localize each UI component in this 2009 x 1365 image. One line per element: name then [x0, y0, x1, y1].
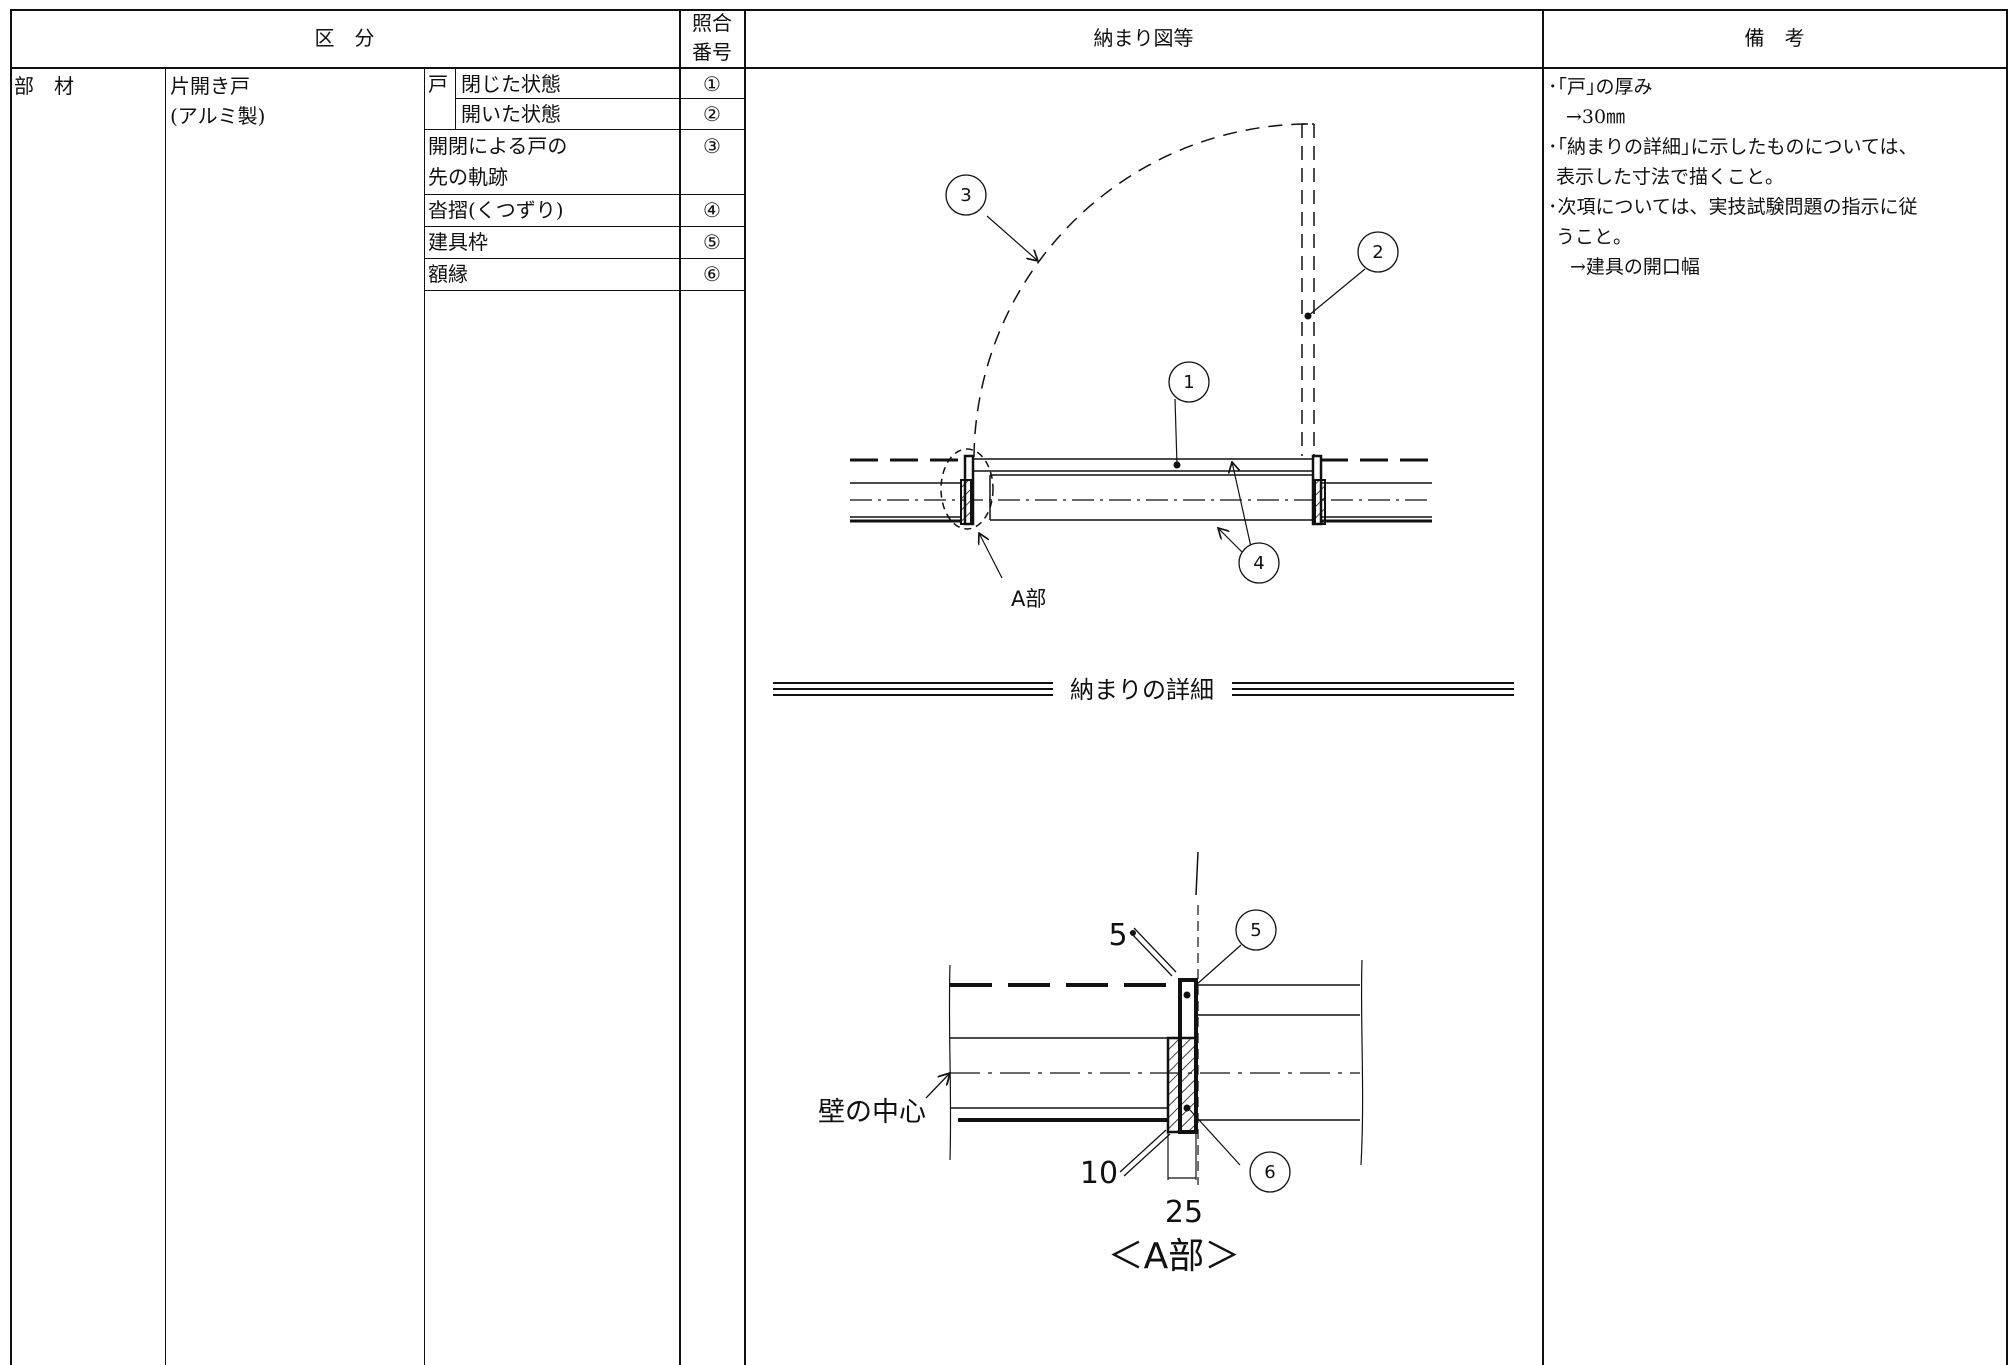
table-left-border	[10, 9, 12, 1365]
item-frame: 建具枠	[428, 230, 488, 254]
table-right-border	[2006, 9, 2008, 1365]
remark-line-1: ･｢戸｣の厚み	[1548, 76, 1653, 98]
detail-title-rules	[773, 682, 1514, 696]
item-trajectory-line2: 先の軌跡	[428, 165, 508, 189]
remark-line-5: ･次項については、実技試験問題の指示に従	[1548, 196, 1918, 218]
remark-line-6: うこと。	[1556, 226, 1633, 248]
callout-5: 5	[1250, 920, 1261, 941]
header-category: 区 分	[314, 26, 375, 50]
remark-line-7: →建具の開口幅	[1570, 256, 1700, 278]
a-part-circle	[940, 448, 994, 530]
a-part-label: A部	[1011, 587, 1046, 611]
detail-labels: 5 6 5 10 25 ＜A部＞ 壁の中心	[818, 918, 1276, 1277]
ref-number-6: ⑥	[703, 262, 721, 286]
header-ref-line1: 照合	[692, 11, 732, 35]
remark-line-2: →30㎜	[1566, 106, 1626, 128]
a-part-caption: ＜A部＞	[1108, 1236, 1241, 1277]
callout-6: 6	[1264, 1162, 1275, 1183]
dim-25: 25	[1165, 1195, 1203, 1230]
remark-line-3: ･｢納まりの詳細｣に示したものについては、	[1548, 136, 1918, 158]
ref-number-4: ④	[703, 198, 721, 222]
item-trajectory-line1: 開閉による戸の	[428, 134, 568, 158]
door-type-label: 片開き戸	[170, 74, 250, 98]
row-sep-6	[424, 290, 744, 291]
dim-10: 10	[1080, 1156, 1118, 1191]
header-ref-number: 照合 番号	[680, 9, 744, 67]
row-sep-5	[424, 258, 744, 259]
table-top-border	[10, 9, 2007, 11]
ref-number-1: ①	[703, 72, 721, 96]
row-sep-4	[424, 226, 744, 227]
item-architrave: 額縁	[428, 262, 468, 286]
item-open: 開いた状態	[461, 102, 561, 126]
col-divider-remarks	[1542, 9, 1544, 1365]
item-threshold: 沓摺(くつずり)	[428, 198, 564, 222]
row-sep-3	[424, 194, 744, 195]
detail-title: 納まりの詳細	[1070, 676, 1214, 704]
ref-number-3: ③	[703, 134, 721, 158]
col-divider-item	[424, 67, 425, 1365]
dim-5: 5	[1108, 918, 1127, 953]
callout-3: 3	[960, 185, 971, 206]
callout-2: 2	[1372, 242, 1383, 263]
detail-frame	[1178, 978, 1198, 1134]
ref-number-5: ⑤	[703, 230, 721, 254]
ref-number-2: ②	[703, 102, 721, 126]
row-sep-2	[424, 129, 744, 130]
row-sep-1	[455, 98, 744, 99]
door-label: 戸	[428, 72, 448, 96]
detail-a-view	[925, 851, 1364, 1193]
item-closed: 閉じた状態	[461, 72, 561, 96]
col-divider-type	[165, 67, 166, 1365]
header-divider	[10, 67, 2007, 69]
member-label: 部 材	[14, 74, 74, 98]
wall-center-label: 壁の中心	[818, 1097, 926, 1128]
header-ref-line2: 番号	[692, 40, 732, 64]
header-remarks: 備 考	[1744, 26, 1805, 50]
remark-line-4: 表示した寸法で描くこと。	[1556, 166, 1785, 188]
closed-door	[972, 458, 1314, 472]
callout-1: 1	[1183, 372, 1194, 393]
door-type-material: (アルミ製)	[170, 104, 266, 128]
header-drawing: 納まり図等	[1093, 26, 1194, 50]
col-divider-ref	[679, 9, 681, 1365]
swing-arc	[973, 123, 1309, 458]
plan-view	[850, 123, 1432, 584]
plan-callout-labels: 3 2 1 4	[960, 185, 1383, 574]
col-divider-drawing	[744, 9, 746, 1365]
callout-4: 4	[1253, 553, 1264, 574]
